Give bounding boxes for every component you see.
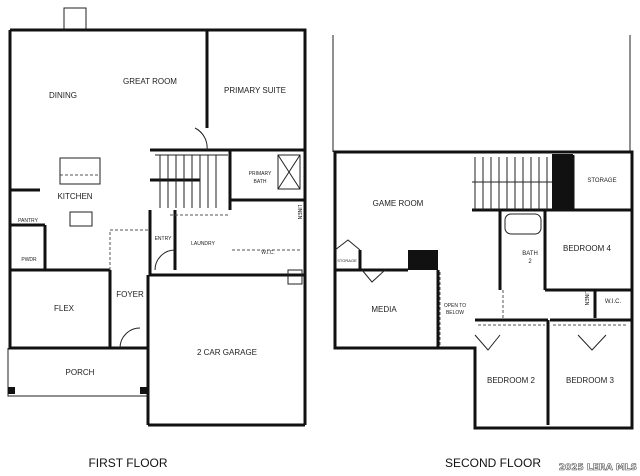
stairs xyxy=(472,157,552,210)
room-storage-small: STORAGE xyxy=(337,258,357,263)
room-linen: LINEN xyxy=(296,205,302,220)
stairs xyxy=(155,154,228,208)
exterior-walls xyxy=(333,150,634,430)
room-open-to-below-2: BELOW xyxy=(446,310,464,316)
chimney-block xyxy=(552,154,573,210)
room-bedroom-3: BEDROOM 3 xyxy=(566,376,615,385)
exterior-walls xyxy=(8,28,307,427)
room-linen: LINEN xyxy=(583,291,589,306)
room-kitchen: KITCHEN xyxy=(57,192,92,201)
room-laundry: LAUNDRY xyxy=(191,241,215,247)
roof-lines xyxy=(332,35,631,152)
room-porch: PORCH xyxy=(66,368,95,377)
room-primary-suite: PRIMARY SUITE xyxy=(224,86,286,95)
room-wic: W.I.C. xyxy=(605,299,622,305)
room-entry: ENTRY xyxy=(155,236,173,242)
room-primary-bath-2: BATH xyxy=(254,179,267,185)
water-heater xyxy=(287,269,303,285)
room-great-room: GREAT ROOM xyxy=(123,77,177,86)
room-pwdr: PWDR xyxy=(21,257,37,263)
room-game-room: GAME ROOM xyxy=(373,199,424,208)
room-flex: FLEX xyxy=(54,304,75,313)
second-floor-plan: GAME ROOM STORAGE STORAGE BATH 2 BEDROOM… xyxy=(332,35,634,470)
second-floor-caption: SECOND FLOOR xyxy=(445,456,541,470)
first-floor-plan: DINING GREAT ROOM PRIMARY SUITE KITCHEN … xyxy=(7,7,307,470)
room-open-to-below: OPEN TO xyxy=(444,303,466,309)
room-foyer: FOYER xyxy=(116,290,144,299)
bathtub xyxy=(504,213,542,235)
cooktop xyxy=(69,211,93,227)
door-swing xyxy=(63,7,87,31)
room-storage: STORAGE xyxy=(587,178,616,184)
room-garage: 2 CAR GARAGE xyxy=(197,348,257,357)
watermark: 2025 LERA MLS xyxy=(559,463,637,473)
door-swings xyxy=(119,127,208,349)
room-bedroom-4: BEDROOM 4 xyxy=(563,244,612,253)
room-media: MEDIA xyxy=(371,305,397,314)
porch-post xyxy=(8,387,15,394)
dashed-lines xyxy=(60,174,300,270)
door-swings xyxy=(334,239,607,351)
interior-walls xyxy=(10,30,305,348)
dashed-lines xyxy=(439,272,628,346)
first-floor-caption: FIRST FLOOR xyxy=(88,456,167,470)
room-wic: W.I.C. xyxy=(261,250,275,256)
structure-block xyxy=(408,250,438,270)
room-bedroom-2: BEDROOM 2 xyxy=(487,376,536,385)
room-bath-2-num: 2 xyxy=(528,259,532,265)
kitchen-island xyxy=(59,157,101,185)
porch-post xyxy=(140,387,147,394)
room-pantry: PANTRY xyxy=(18,218,38,224)
shower xyxy=(277,154,301,190)
room-dining: DINING xyxy=(49,91,77,100)
shower-x xyxy=(277,154,301,190)
room-bath-2: BATH xyxy=(522,251,538,257)
room-primary-bath: PRIMARY xyxy=(249,171,272,177)
